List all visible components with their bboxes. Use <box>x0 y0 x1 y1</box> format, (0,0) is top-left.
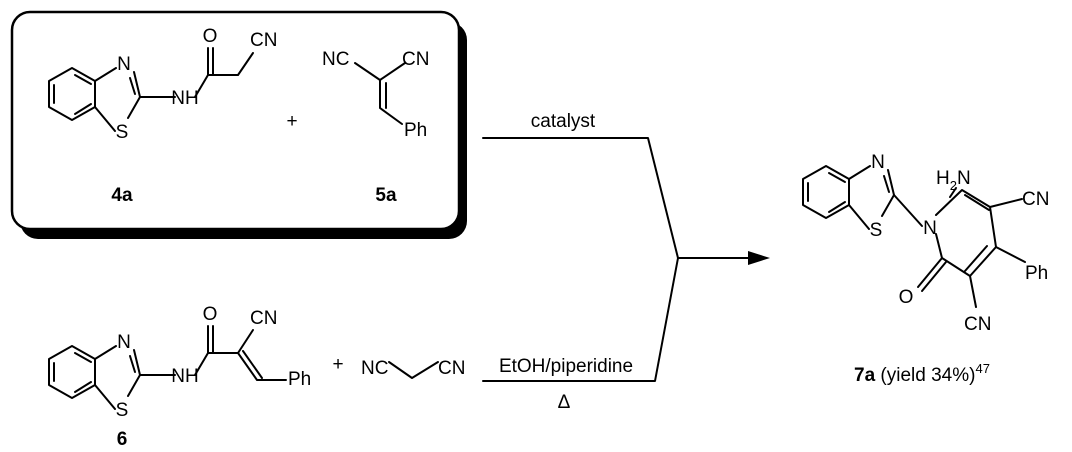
atom-nc: NC <box>322 49 349 70</box>
compound-6-structure <box>48 325 287 410</box>
atom-nh: NH <box>171 366 198 387</box>
arrowhead-icon <box>748 251 770 265</box>
atom-s: S <box>116 400 129 421</box>
atom-o: O <box>203 304 218 325</box>
atom-cn: CN <box>250 308 277 329</box>
atom-nh: NH <box>171 88 198 109</box>
compound-7a-structure <box>802 165 1026 308</box>
plus-sign: + <box>332 354 343 375</box>
product-label-7a: 7a (yield 34%)47 <box>854 361 990 386</box>
atom-ph: Ph <box>1025 263 1048 284</box>
condition-ethanol-piperidine: EtOH/piperidine <box>499 356 633 377</box>
plus-sign: + <box>286 111 297 132</box>
atom-n: N <box>871 152 885 173</box>
compound-label-5a: 5a <box>375 185 397 206</box>
atom-cn: CN <box>250 30 277 51</box>
atom-o: O <box>899 287 914 308</box>
atom-cn: CN <box>964 314 991 335</box>
atom-cn: CN <box>438 358 465 379</box>
atom-nc: NC <box>361 358 388 379</box>
atom-o: O <box>203 26 218 47</box>
condition-heat: Δ <box>558 392 571 413</box>
malononitrile-structure <box>388 361 439 379</box>
highlight-box <box>10 10 467 239</box>
atom-ph: Ph <box>404 120 427 141</box>
reaction-arrows <box>482 137 770 382</box>
compound-5a-structure <box>354 62 406 125</box>
compound-label-4a: 4a <box>111 185 133 206</box>
atom-ph: Ph <box>288 369 311 390</box>
compound-4a-structure <box>48 47 254 132</box>
atom-amino: H2N <box>936 168 971 193</box>
compound-label-6: 6 <box>117 429 128 450</box>
atom-s: S <box>116 122 129 143</box>
atom-cn: CN <box>402 49 429 70</box>
atom-cn: CN <box>1022 189 1049 210</box>
atom-n: N <box>117 332 131 353</box>
condition-catalyst: catalyst <box>531 111 596 132</box>
atom-n: N <box>117 54 131 75</box>
atom-s: S <box>870 220 883 241</box>
atom-n-ring: N <box>923 218 937 239</box>
